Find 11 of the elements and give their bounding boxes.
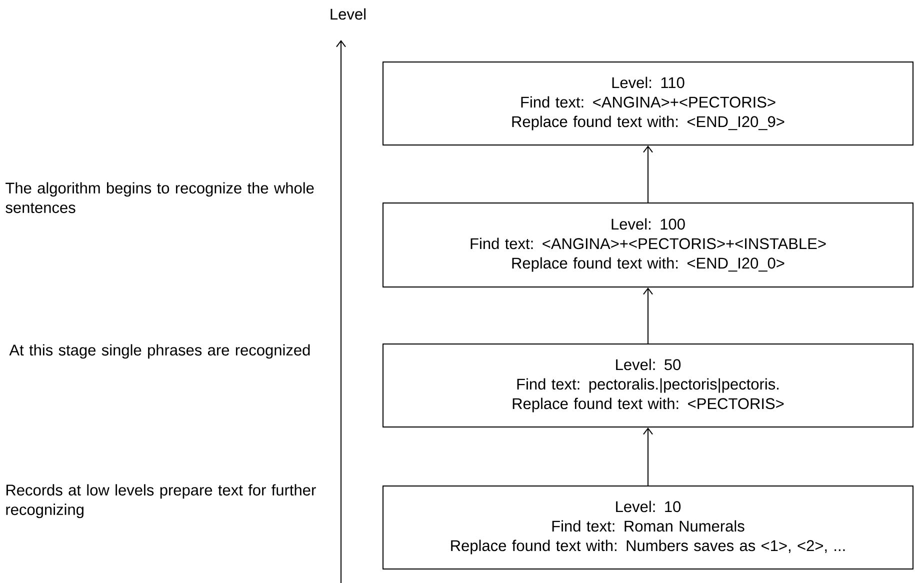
note-text: At this stage single phrases are recognized bbox=[9, 344, 310, 359]
note-text: The algorithm begins to recognize the whole sentences bbox=[6, 182, 314, 214]
axis-label: Level bbox=[330, 8, 366, 20]
arrow bbox=[643, 287, 653, 344]
note-text: Records at low levels prepare text for further recognizing bbox=[6, 484, 316, 518]
level-box: Level: 10 Find text: Roman Numerals Replace found text with: Numbers saves as <1>, <2>, ... bbox=[382, 485, 914, 570]
level-box: Level: 50 Find text: pectoralis.|pectoris|pectoris. Replace found text with: <PECTORIS> bbox=[382, 344, 914, 428]
level-box: Level: 100 Find text: <ANGINA>+<PECTORIS>+<INSTABLE> Replace found text with: <END_I20_0> bbox=[382, 202, 914, 288]
level-box: Level: 110 Find text: <ANGINA>+<PECTORIS> Replace found text with: <END_I20_9> bbox=[382, 62, 914, 146]
arrow bbox=[643, 145, 653, 203]
arrow bbox=[643, 427, 653, 486]
